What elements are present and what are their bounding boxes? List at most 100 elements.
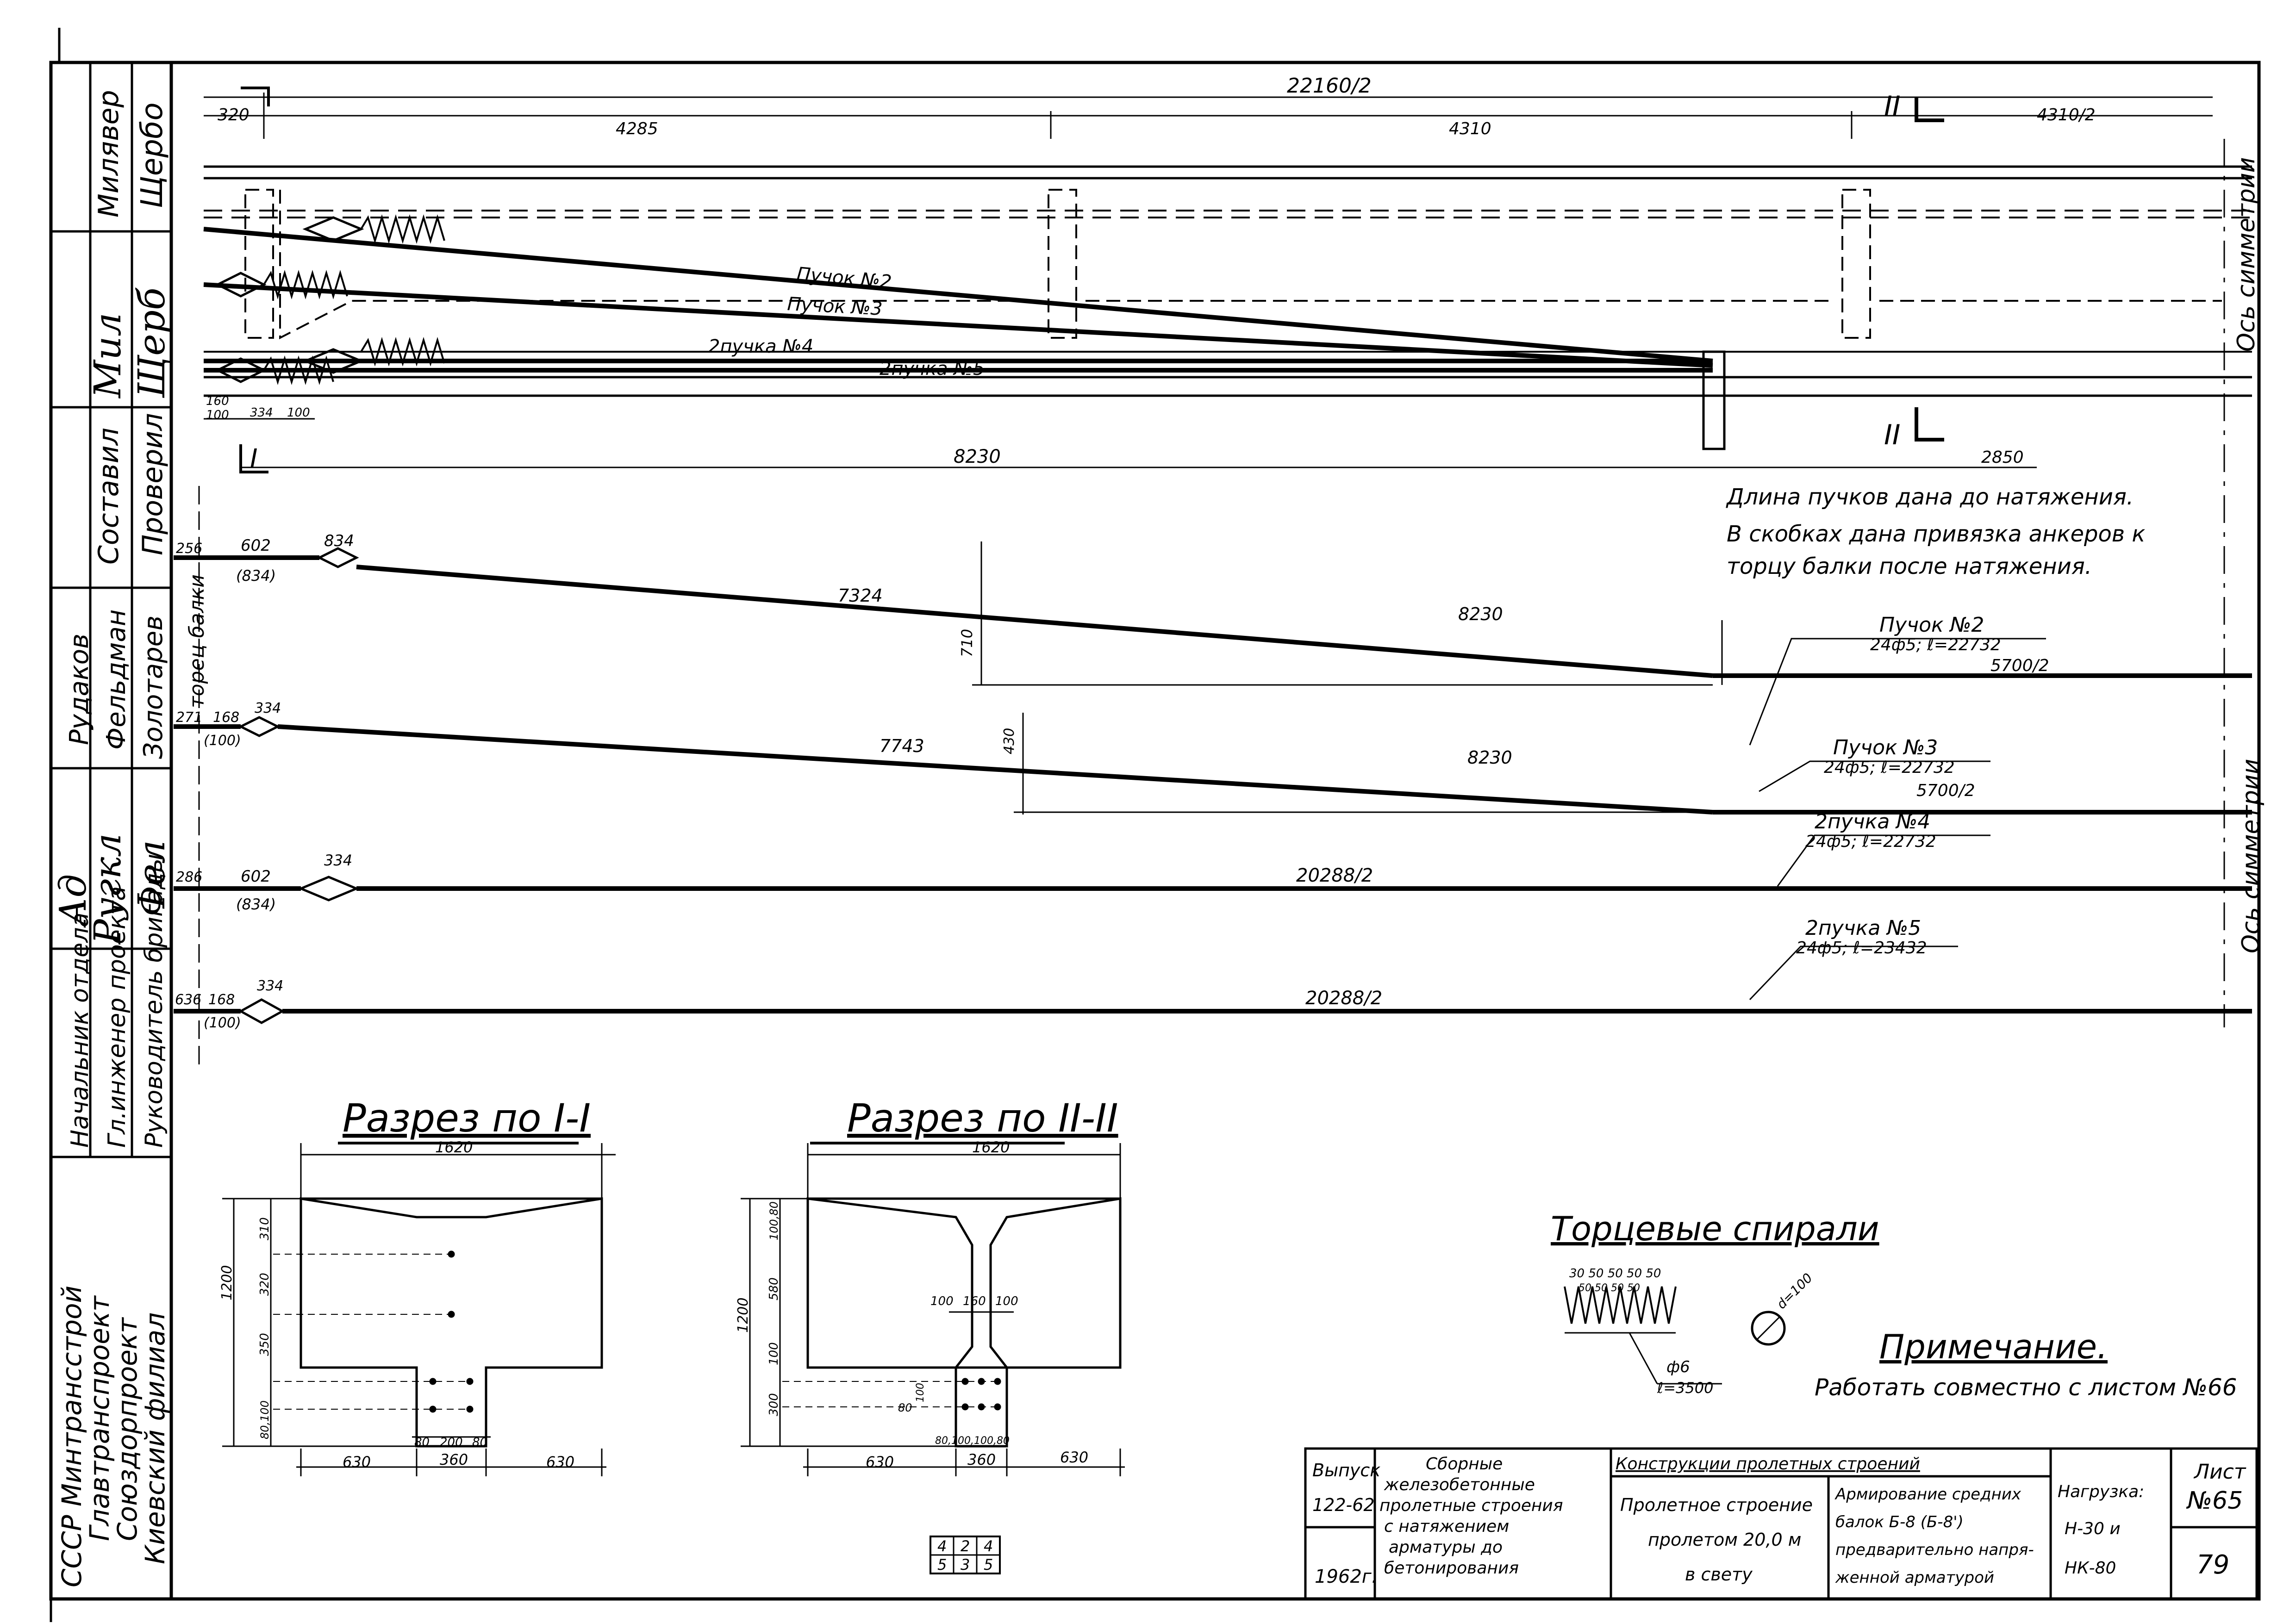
stamp-role-proveril: Проверил [137,413,169,555]
dim-320: 320 [218,106,250,124]
section-1-c1: 80 [414,1436,430,1449]
index-cell-4: 5 [937,1556,947,1573]
index-stamp: 4 2 4 5 3 5 [930,1536,1001,1574]
dim-total: 22160/2 [1287,74,1372,98]
row4-left-168: 168 [208,992,235,1008]
stamp-org-kiev: Киевский филиал [139,1312,171,1564]
tb-series-1: Сборные [1426,1455,1503,1474]
section-1-v3: 350 [258,1333,272,1356]
dim-4285: 4285 [616,119,658,138]
row2-left-168: 168 [213,709,239,726]
row1-name: Пучок №2 [1879,613,1984,637]
stamp-role-scherbo: Щербо [135,102,169,208]
section-1-c3: 80 [472,1436,487,1449]
section-2-b2: 360 [967,1451,996,1468]
side-stamp-labels: Милявер Щербо Составил Проверил Рудаков … [51,90,173,1587]
section-1-v1: 310 [258,1217,272,1240]
section-1-labels: Разрез по I-I 1620 1200 310 320 350 80,1… [219,1095,591,1471]
section-2-v4: 300 [767,1393,781,1416]
spirals-title: Торцевые спирали [1551,1209,1879,1248]
signature-5: Фел [130,840,173,916]
stamp-org-soyuzdor: Союздорпроект [112,1317,143,1541]
tb-subject-4: женной арматурой [1835,1568,1994,1587]
row3-left-834: (834) [236,895,276,913]
title-block [1304,1447,2258,1600]
title-block-text: Выпуск 122-62 1962г. Сборные железобетон… [1312,1455,2246,1587]
stamp-role-zolotarev: Золотарев [138,616,168,759]
row3-spec: 24ф5; ℓ=22732 [1805,832,1936,851]
signature-2: Щерб [130,287,173,398]
section-2-width: 1620 [972,1138,1010,1156]
dim-2850: 2850 [1981,448,2024,467]
signature-1: Мил [86,313,129,399]
row1-rise: 710 [958,629,976,657]
row2-half: 5700/2 [1916,781,1975,800]
section-1-v2: 320 [258,1273,272,1296]
section-2-height: 1200 [735,1298,751,1333]
section-2 [741,1142,1125,1476]
row4-spec: 24ф5; ℓ=23432 [1796,939,1927,958]
section-2-title: Разрез по II-II [847,1095,1118,1141]
spirals-diameter: d=100 [1774,1270,1816,1312]
section-1-c2: 200 [440,1436,463,1449]
row2-left-271: 271 [176,709,202,726]
tb-load-1: Н-30 и [2065,1519,2121,1538]
dim-8230: 8230 [954,446,1001,467]
section-2-w2: 160 [963,1294,986,1308]
tb-span-3: в свету [1685,1564,1753,1585]
tb-subject-1: Армирование средних [1834,1485,2021,1504]
spirals-wire: ф6 [1666,1358,1690,1376]
index-cell-1: 4 [937,1537,947,1555]
row2-slope: 7743 [880,736,924,756]
tb-series-6: бетонирования [1384,1559,1519,1578]
row2-flat: 8230 [1467,747,1512,768]
tb-issue-label: Выпуск [1312,1460,1380,1480]
signature-4: Ругкл [86,833,129,945]
dim-160: 160 [206,394,229,408]
dim-4310-half: 4310/2 [2037,106,2096,124]
section-mark-2-top: II [1884,90,1900,123]
spirals-length: ℓ=3500 [1657,1379,1713,1397]
elevation-labels: 22160/2 320 4285 4310 4310/2 II II I Пуч… [206,74,2260,474]
row3-left-602: 602 [241,867,271,886]
stamp-org-ministry: СССР Минтрансстрой [56,1286,87,1587]
row1-anchor: 834 [324,532,354,550]
row2-rise: 430 [1001,728,1017,754]
row2-left-100: (100) [204,733,241,749]
label-bundle-5: 2пучка №5 [880,358,985,379]
tendon-profile-labels: торец балки Ось симметрии 256 602 (834) … [175,532,2265,1031]
stamp-role-rudakov: Рудаков [64,634,94,745]
section-2-v5: 80 [898,1401,912,1414]
section-2-b1: 630 [866,1453,894,1471]
remark-block: Примечание. Работать совместно с листом … [1815,1327,2237,1401]
row1-flat: 8230 [1458,604,1503,624]
tb-header: Конструкции пролетных строений [1616,1455,1920,1474]
row1-half: 5700/2 [1990,656,2049,675]
label-bundle-4: 2пучка №4 [708,336,813,357]
spirals-pitches: 30 50 50 50 50 [1569,1267,1661,1281]
axis-label-bottom: Ось симметрии [2237,759,2265,953]
row3-anchor: 334 [324,852,352,869]
stamp-role-chief-engineer: Гл.инженер проекта [103,886,131,1148]
index-cell-6: 5 [984,1556,993,1573]
row2-spec: 24ф5; ℓ=22732 [1824,758,1955,777]
torec-label: торец балки [185,574,209,708]
row4-left-100: (100) [204,1015,241,1031]
section-1-b2: 360 [440,1451,468,1468]
section-1-width: 1620 [435,1138,473,1156]
row3-name: 2пучка №4 [1815,810,1930,833]
section-2-v6: 100 [915,1383,926,1402]
tb-series-2: железобетонные [1384,1475,1535,1494]
stamp-role-milyaver: Милявер [93,90,125,218]
tb-load-2: НК-80 [2065,1559,2116,1578]
section-2-v2: 580 [767,1277,781,1300]
section-1-height: 1200 [219,1265,235,1300]
tb-series-5: арматуры до [1389,1538,1503,1557]
note-block: Длина пучков дана до натяжения. В скобка… [1726,484,2145,579]
tb-span-2: пролетом 20,0 м [1648,1530,1801,1550]
section-2-v3: 100 [767,1342,781,1365]
section-1-b1: 630 [343,1453,371,1471]
dim-100: 100 [206,408,229,422]
section-2-v1: 100,80 [767,1201,780,1240]
dim-4310: 4310 [1449,119,1491,138]
